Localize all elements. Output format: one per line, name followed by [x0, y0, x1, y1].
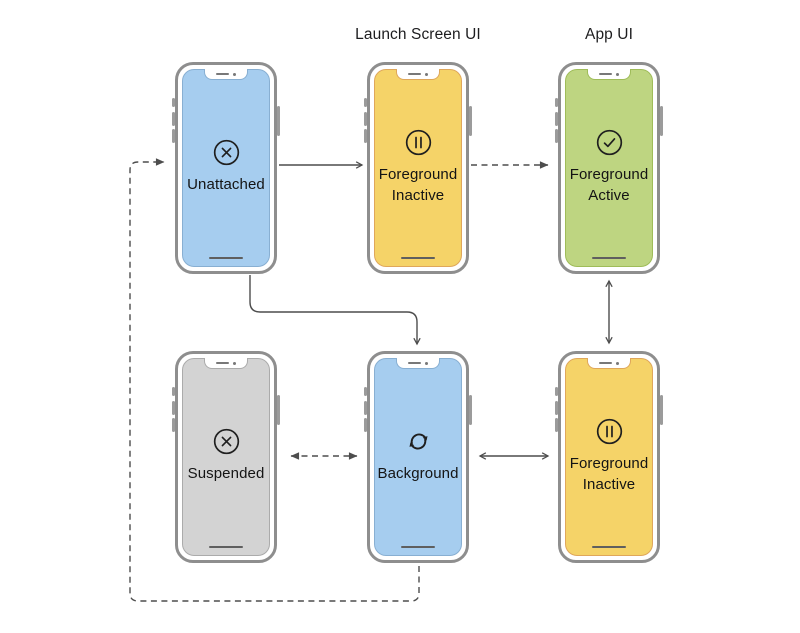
side-button	[277, 106, 280, 136]
mute-switch	[555, 387, 558, 396]
state-label: Unattached	[187, 176, 265, 193]
volume-down-button	[555, 129, 558, 143]
speaker-icon	[408, 73, 421, 75]
state-label: Foreground Inactive	[569, 454, 649, 493]
volume-down-button	[364, 418, 367, 432]
camera-icon	[616, 72, 619, 76]
notch	[204, 69, 248, 80]
x-circle-icon	[213, 139, 240, 166]
phone-foreground-active: Foreground Active	[555, 62, 663, 274]
mute-switch	[172, 98, 175, 107]
phone-foreground-inactive-top: Foreground Inactive	[364, 62, 472, 274]
speaker-icon	[216, 362, 229, 364]
state-content: Unattached	[183, 139, 269, 195]
home-indicator	[401, 546, 435, 548]
header-app-ui: App UI	[585, 26, 633, 43]
camera-icon	[425, 361, 428, 365]
mute-switch	[364, 387, 367, 396]
check-circle-icon	[596, 129, 623, 156]
volume-up-button	[172, 401, 175, 415]
state-label: Suspended	[187, 465, 265, 482]
x-circle-icon	[213, 428, 240, 455]
state-content: Suspended	[183, 428, 269, 484]
volume-up-button	[555, 112, 558, 126]
home-indicator	[592, 257, 626, 259]
speaker-icon	[599, 73, 612, 75]
state-label: Foreground Active	[569, 165, 649, 204]
speaker-icon	[408, 362, 421, 364]
notch	[587, 69, 631, 80]
camera-icon	[233, 361, 236, 365]
volume-down-button	[555, 418, 558, 432]
phone-screen: Background	[374, 358, 462, 556]
side-button	[469, 106, 472, 136]
state-content: Foreground Inactive	[566, 418, 652, 495]
mute-switch	[364, 98, 367, 107]
home-indicator	[401, 257, 435, 259]
phone-screen: Foreground Inactive	[565, 358, 653, 556]
state-label: Background	[377, 465, 459, 482]
home-indicator	[209, 546, 243, 548]
volume-down-button	[172, 129, 175, 143]
notch	[587, 358, 631, 369]
side-button	[660, 106, 663, 136]
side-button	[469, 395, 472, 425]
volume-up-button	[364, 401, 367, 415]
phone-screen: Unattached	[182, 69, 270, 267]
pause-circle-icon	[596, 418, 623, 445]
state-content: Foreground Inactive	[375, 129, 461, 206]
phone-background: Background	[364, 351, 472, 563]
side-button	[277, 395, 280, 425]
phone-foreground-inactive-bottom: Foreground Inactive	[555, 351, 663, 563]
phone-screen: Foreground Inactive	[374, 69, 462, 267]
notch	[204, 358, 248, 369]
notch	[396, 358, 440, 369]
header-launch-screen-ui: Launch Screen UI	[355, 26, 481, 43]
home-indicator	[592, 546, 626, 548]
speaker-icon	[216, 73, 229, 75]
home-indicator	[209, 257, 243, 259]
speaker-icon	[599, 362, 612, 364]
mute-switch	[172, 387, 175, 396]
notch	[396, 69, 440, 80]
state-content: Background	[375, 428, 461, 484]
mute-switch	[555, 98, 558, 107]
camera-icon	[616, 361, 619, 365]
volume-down-button	[172, 418, 175, 432]
camera-icon	[425, 72, 428, 76]
volume-up-button	[555, 401, 558, 415]
side-button	[660, 395, 663, 425]
state-label: Foreground Inactive	[378, 165, 458, 204]
refresh-icon	[405, 428, 432, 455]
phone-unattached: Unattached	[172, 62, 280, 274]
phone-suspended: Suspended	[172, 351, 280, 563]
volume-down-button	[364, 129, 367, 143]
volume-up-button	[172, 112, 175, 126]
pause-circle-icon	[405, 129, 432, 156]
phone-screen: Suspended	[182, 358, 270, 556]
state-content: Foreground Active	[566, 129, 652, 206]
edge-unattached-to-background	[249, 275, 421, 346]
camera-icon	[233, 72, 236, 76]
phone-screen: Foreground Active	[565, 69, 653, 267]
volume-up-button	[364, 112, 367, 126]
